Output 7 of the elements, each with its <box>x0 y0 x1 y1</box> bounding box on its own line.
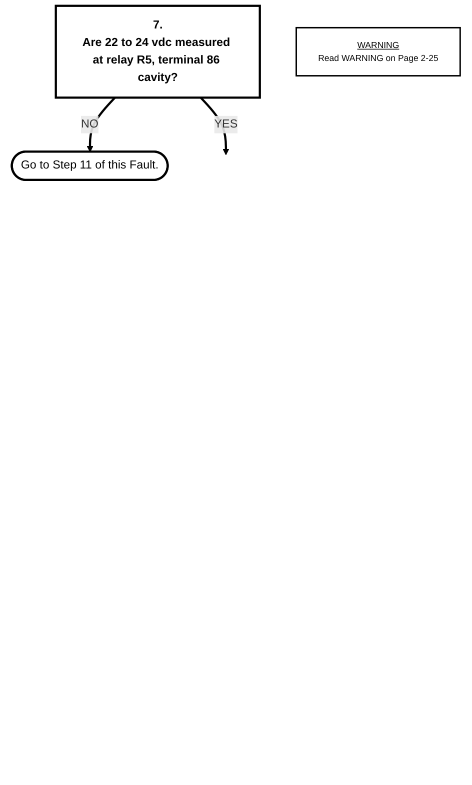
node-box <box>296 26 461 76</box>
arrow <box>86 96 116 152</box>
edge-label: NO <box>81 118 98 130</box>
edge-label: YES <box>214 118 238 130</box>
flowchart: NO YES 7. Are 22 to 24 vdc measured at relay R5, terminal 86 cavity? WARNING Read WARNING on Page 2-25 Go to Step 11 of this Fault. <box>6 0 466 186</box>
node-box <box>54 4 261 99</box>
arrow <box>200 96 230 156</box>
